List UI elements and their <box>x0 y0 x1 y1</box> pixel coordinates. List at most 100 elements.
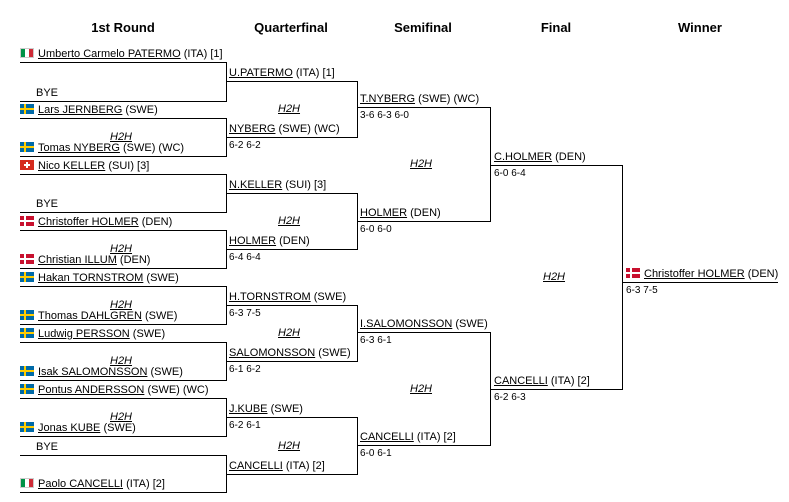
player-suffix: (ITA) [2] <box>550 375 590 387</box>
player-name-link[interactable]: Christoffer HOLMER <box>38 216 139 228</box>
player-name-link[interactable]: Nico KELLER <box>38 160 106 172</box>
player-suffix: (SWE) <box>146 272 179 284</box>
player-suffix: (SWE) <box>270 403 303 415</box>
player-entry: Nico KELLER (SUI) [3] <box>20 160 149 173</box>
player-name-link[interactable]: SALOMONSSON <box>229 347 316 359</box>
match-score: 3-6 6-3 6-0 <box>360 110 409 121</box>
player-entry: Umberto Carmelo PATERMO (ITA) [1] <box>20 48 223 61</box>
match-score: 6-0 6-1 <box>360 448 392 459</box>
player-suffix: (SWE) <box>103 422 136 434</box>
player-name-link[interactable]: HOLMER <box>360 207 408 219</box>
h2h-link[interactable]: H2H <box>278 103 301 115</box>
h2h-link[interactable]: H2H <box>110 299 133 311</box>
player-entry: Paolo CANCELLI (ITA) [2] <box>20 478 165 491</box>
player-name-link[interactable]: Tomas NYBERG <box>38 142 120 154</box>
player-suffix: (SUI) [3] <box>108 160 150 172</box>
qf-line <box>226 474 357 475</box>
player-suffix: (DEN) <box>279 235 310 247</box>
h2h-link[interactable]: H2H <box>278 215 301 227</box>
r1-line <box>20 398 226 399</box>
h2h-link[interactable]: H2H <box>410 382 433 395</box>
player-name-link[interactable]: Christoffer HOLMER <box>644 268 745 280</box>
r1-line <box>20 174 226 175</box>
player-suffix: (DEN) <box>410 207 441 219</box>
header-1st-round: 1st Round <box>91 20 155 35</box>
r1-connector <box>226 62 227 102</box>
r1-line <box>20 230 226 231</box>
r1-line <box>20 268 226 269</box>
qf-line <box>226 137 357 138</box>
player-suffix: (ITA) [2] <box>416 431 456 443</box>
player-entry: NYBERG (SWE) (WC) <box>229 123 340 136</box>
player-entry: Tomas NYBERG (SWE) (WC) <box>20 142 184 155</box>
player-name-link[interactable]: Umberto Carmelo PATERMO <box>38 48 181 60</box>
r1-line <box>20 342 226 343</box>
header-quarterfinal: Quarterfinal <box>254 20 328 35</box>
player-name-link[interactable]: U.PATERMO <box>229 67 293 79</box>
player-name-link[interactable]: C.HOLMER <box>494 151 553 163</box>
player-name-link[interactable]: CANCELLI <box>494 375 548 387</box>
player-entry: SALOMONSSON (SWE) <box>229 347 351 360</box>
winner-line <box>622 282 778 283</box>
sf-line <box>357 332 490 333</box>
player-name-link[interactable]: J.KUBE <box>229 403 268 415</box>
player-name-link[interactable]: Hakan TORNSTROM <box>38 272 144 284</box>
flag-swe-icon <box>20 104 34 114</box>
qf-line <box>226 193 357 194</box>
final-connector <box>622 165 623 390</box>
sf-line <box>357 221 490 222</box>
h2h-link[interactable]: H2H <box>110 131 133 143</box>
player-name-link[interactable]: Lars JERNBERG <box>38 104 123 116</box>
player-name-link[interactable]: N.KELLER <box>229 179 283 191</box>
player-entry: J.KUBE (SWE) <box>229 403 303 416</box>
player-suffix: (SWE) <box>132 328 166 340</box>
qf-line <box>226 361 357 362</box>
r1-line <box>20 118 226 119</box>
sf-line <box>357 107 490 108</box>
flag-ita-icon <box>20 48 34 58</box>
player-name-link[interactable]: I.SALOMONSSON <box>360 318 453 330</box>
flag-den-icon <box>20 254 34 264</box>
player-suffix: (ITA) [1] <box>295 67 335 79</box>
player-entry: C.HOLMER (DEN) <box>494 151 586 164</box>
player-name-link[interactable]: Pontus ANDERSSON <box>38 384 145 396</box>
player-name-link[interactable]: NYBERG <box>229 123 276 135</box>
r1-line <box>20 324 226 325</box>
player-name-link[interactable]: T.NYBERG <box>360 93 416 105</box>
player-name-link[interactable]: H.TORNSTROM <box>229 291 311 303</box>
player-name-link[interactable]: Christian ILLUM <box>38 254 117 266</box>
header-winner: Winner <box>678 20 722 35</box>
player-name-link[interactable]: CANCELLI <box>360 431 414 443</box>
player-name-link[interactable]: CANCELLI <box>229 460 283 472</box>
player-name-link[interactable]: Thomas DAHLGREN <box>38 310 142 322</box>
h2h-link[interactable]: H2H <box>278 327 301 339</box>
final-line <box>490 165 622 166</box>
flag-swe-icon <box>20 272 34 282</box>
player-entry: Thomas DAHLGREN (SWE) <box>20 310 177 323</box>
player-suffix: (SWE) <box>318 347 351 359</box>
player-entry: Isak SALOMONSSON (SWE) <box>20 366 183 379</box>
flag-swe-icon <box>20 142 34 152</box>
h2h-link[interactable]: H2H <box>110 243 133 255</box>
flag-den-icon <box>626 268 640 278</box>
player-name-link[interactable]: Isak SALOMONSSON <box>38 366 148 378</box>
flag-swe-icon <box>20 384 34 394</box>
r1-line <box>20 101 226 102</box>
player-entry: CANCELLI (ITA) [2] <box>494 375 590 388</box>
flag-sui-icon <box>20 160 34 170</box>
flag-ita-icon <box>20 478 34 488</box>
h2h-link[interactable]: H2H <box>278 439 301 452</box>
h2h-link[interactable]: H2H <box>110 411 133 423</box>
player-name-link[interactable]: HOLMER <box>229 235 277 247</box>
h2h-link[interactable]: H2H <box>110 355 133 367</box>
h2h-link[interactable]: H2H <box>543 271 566 283</box>
player-suffix: (SWE) (WC) <box>278 123 340 135</box>
player-name-link[interactable]: Paolo CANCELLI <box>38 478 123 490</box>
h2h-link[interactable]: H2H <box>410 158 433 170</box>
match-score: 6-0 6-0 <box>360 224 392 235</box>
player-name-link[interactable]: Ludwig PERSSON <box>38 328 130 340</box>
qf-line <box>226 249 357 250</box>
flag-swe-icon <box>20 422 34 432</box>
player-suffix: (SWE) <box>125 104 158 116</box>
player-name-link[interactable]: Jonas KUBE <box>38 422 101 434</box>
